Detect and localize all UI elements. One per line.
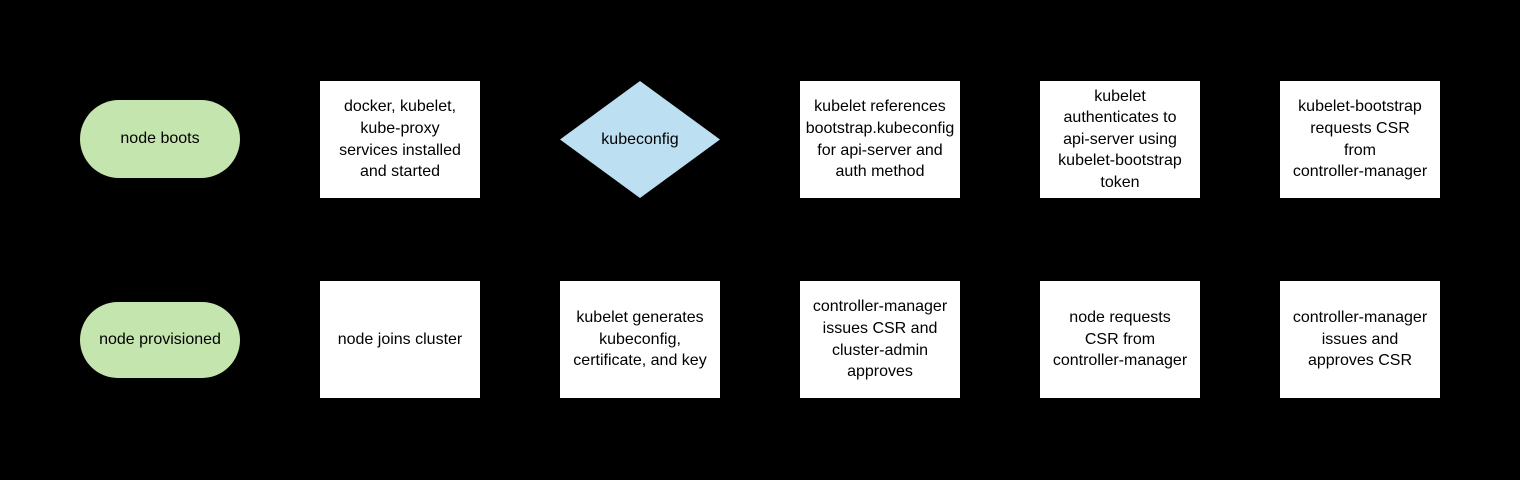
decision-kubeconfig: kubeconfig	[560, 81, 720, 198]
node-label: kubelet references bootstrap.kubeconfig …	[805, 98, 955, 181]
process-kubelet-generates-kubeconfig: kubelet generates kubeconfig, certificat…	[560, 281, 720, 398]
process-controller-manager-issues-csr-admin-approves: controller-manager issues CSR and cluste…	[800, 281, 960, 398]
node-label: kubelet authenticates to api-server usin…	[1058, 87, 1182, 191]
node-label: node joins cluster	[337, 330, 463, 348]
node-label: node requests CSR from controller-manage…	[1052, 309, 1188, 370]
node-label: node provisioned	[99, 331, 221, 349]
node-label: controller-manager issues CSR and cluste…	[812, 298, 948, 381]
process-kubelet-authenticates: kubelet authenticates to api-server usin…	[1040, 81, 1200, 198]
node-label: kubeconfig	[601, 130, 679, 148]
node-label: node boots	[120, 130, 200, 148]
terminator-node-boots: node boots	[80, 100, 240, 178]
process-node-requests-csr: node requests CSR from controller-manage…	[1040, 281, 1200, 398]
node-label: kubelet-bootstrap requests CSR from cont…	[1292, 98, 1428, 181]
node-label: controller-manager issues and approves C…	[1292, 309, 1428, 370]
process-kubelet-bootstrap-requests-csr: kubelet-bootstrap requests CSR from cont…	[1280, 81, 1440, 198]
node-label: docker, kubelet, kube-proxy services ins…	[339, 98, 461, 181]
process-services-installed: docker, kubelet, kube-proxy services ins…	[320, 81, 480, 198]
process-kubelet-references-bootstrap: kubelet references bootstrap.kubeconfig …	[800, 81, 960, 198]
terminator-node-provisioned: node provisioned	[80, 302, 240, 378]
process-controller-manager-issues-approves-csr: controller-manager issues and approves C…	[1280, 281, 1440, 398]
process-node-joins-cluster: node joins cluster	[320, 281, 480, 398]
node-label: kubelet generates kubeconfig, certificat…	[573, 309, 707, 370]
